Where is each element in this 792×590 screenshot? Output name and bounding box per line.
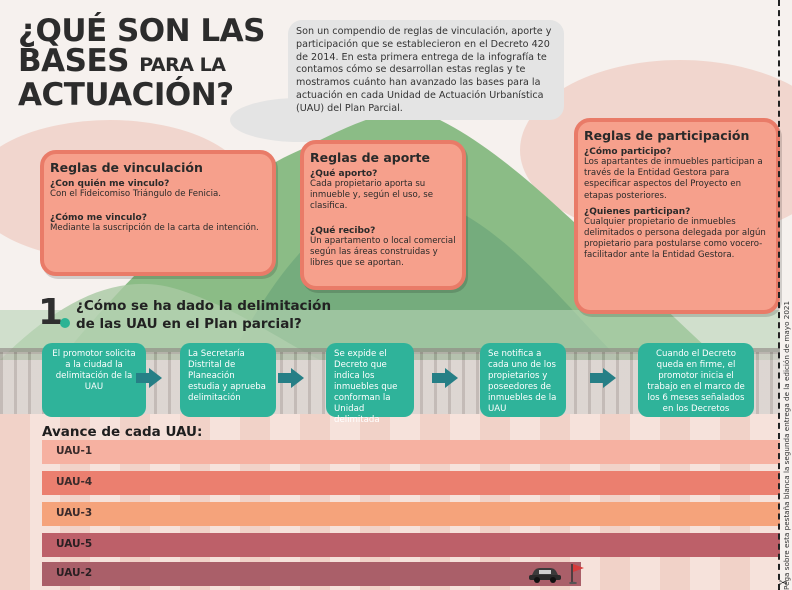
car-icon (529, 568, 561, 583)
progress-bar-uau-3: UAU-3 (42, 502, 780, 526)
card-aporte-a2: Un apartamento o local comercial según l… (310, 235, 456, 269)
card-vinculacion-title: Reglas de vinculación (50, 160, 203, 175)
card-participacion-a1: Los apartantes de inmuebles participan a… (584, 157, 763, 201)
arrow-right-icon (278, 368, 304, 388)
step-question: ¿Cómo se ha dado la delimitación de las … (76, 298, 332, 332)
process-step-1: El promotor solicita a la ciudad la deli… (42, 343, 146, 417)
goal-flag-icon (569, 564, 584, 584)
page-title: ¿QUÉ SON LAS BASES PARA LA ACTUACIÓN? (18, 13, 268, 113)
card-vinculacion-q1: ¿Con quién me vinculo? (50, 179, 170, 189)
intro-text: Son un compendio de reglas de vinculació… (288, 20, 564, 120)
progress-bar-label: UAU-1 (56, 445, 93, 457)
card-vinculacion: Reglas de vinculación ¿Con quién me vinc… (40, 150, 276, 276)
card-vinculacion-a1: Con el Fideicomiso Triángulo de Fenicia. (50, 189, 221, 199)
title-line-3: ACTUACIÓN? (18, 77, 234, 113)
title-line-2: BASES PARA LA (18, 46, 268, 80)
avance-title: Avance de cada UAU: (42, 424, 203, 440)
progress-bar-label: UAU-5 (56, 538, 93, 550)
title-line-1: ¿QUÉ SON LAS (18, 13, 265, 49)
step-number: 1 (38, 295, 70, 332)
progress-bar-uau-4: UAU-4 (42, 471, 780, 495)
card-aporte-title: Reglas de aporte (310, 150, 430, 165)
scissors-icon: ✂ (779, 578, 788, 589)
card-vinculacion-a2: Mediante la suscripción de la carta de i… (50, 223, 259, 234)
card-vinculacion-q2: ¿Cómo me vinculo? (50, 213, 147, 224)
card-participacion: Reglas de participación ¿Cómo participo?… (574, 118, 780, 314)
arrow-right-icon (136, 368, 162, 388)
process-step-5: Cuando el Decreto queda en firme, el pro… (638, 343, 754, 417)
progress-bar-uau-1: UAU-1 (42, 440, 780, 464)
card-participacion-q2: ¿Quienes participan? (584, 206, 691, 217)
card-participacion-q1: ¿Cómo participo? (584, 147, 672, 157)
process-step-4: Se notifica a cada uno de los propietari… (480, 343, 566, 417)
progress-bar-uau-2: UAU-2 (42, 562, 581, 586)
card-participacion-a2: Cualquier propietario de inmuebles delim… (584, 216, 766, 261)
card-aporte-a1: Cada propietario aporta su inmueble y, s… (310, 179, 434, 212)
process-step-3: Se expide el Decreto que indica los inmu… (326, 343, 414, 425)
arrow-right-icon (432, 368, 458, 388)
progress-bar-uau-5: UAU-5 (42, 533, 780, 557)
progress-bar-label: UAU-3 (56, 507, 93, 519)
cut-line (778, 0, 780, 590)
card-aporte: Reglas de aporte ¿Qué aporto? Cada propi… (300, 140, 466, 290)
card-participacion-title: Reglas de participación (584, 128, 750, 143)
process-step-2: La Secretaría Distrital de Planeación es… (180, 343, 276, 417)
title-line-2-main: BASES (18, 43, 129, 79)
arrow-right-icon (590, 368, 616, 388)
progress-bar-label: UAU-2 (56, 567, 93, 579)
card-aporte-q1: ¿Qué aporto? (310, 169, 378, 179)
title-line-2-small: PARA LA (139, 54, 226, 76)
side-note: Pega sobre esta pestaña blanca la segund… (782, 300, 792, 590)
card-aporte-q2: ¿Qué recibo? (310, 225, 376, 236)
progress-bar-label: UAU-4 (56, 476, 93, 488)
side-note-text: Pega sobre esta pestaña blanca la segund… (782, 300, 791, 590)
